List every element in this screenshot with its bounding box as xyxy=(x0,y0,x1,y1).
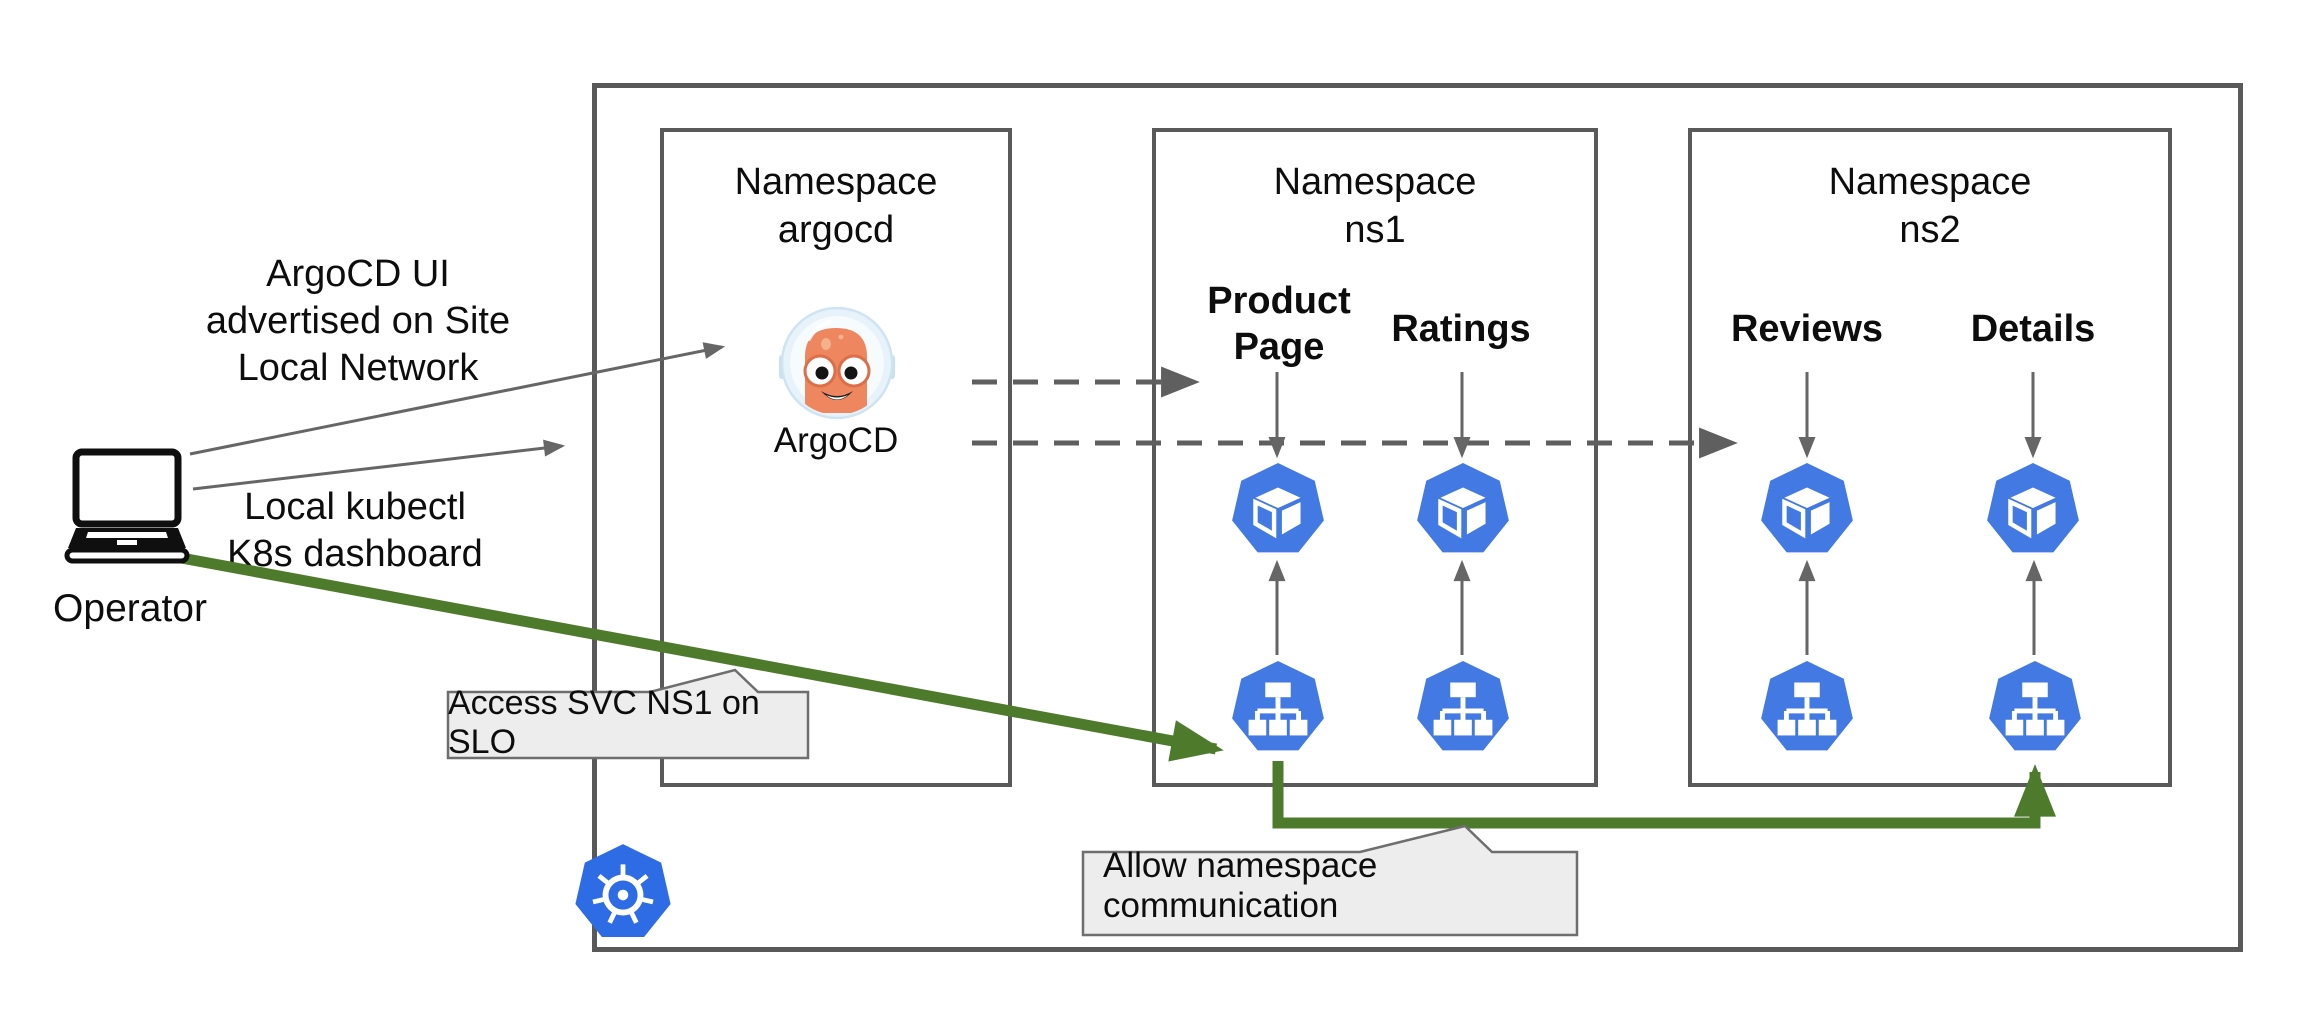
callout-access-text: Access SVC NS1 on SLO xyxy=(448,684,808,761)
namespace-ns2-title: Namespace ns2 xyxy=(1828,161,2032,251)
annotation-argocd-ui: ArgoCD UI advertised on Site Local Netwo… xyxy=(205,253,511,389)
workload-label-product-page: Product Page xyxy=(1207,280,1351,368)
namespace-argocd-title: Namespace argocd xyxy=(734,161,938,251)
argocd-mascot-icon xyxy=(779,306,895,420)
service-icon xyxy=(1761,660,1853,751)
namespace-ns1-title: Namespace ns1 xyxy=(1273,161,1477,251)
kubernetes-logo-icon xyxy=(575,844,671,938)
laptop-icon xyxy=(64,448,190,564)
service-icon xyxy=(1232,660,1324,751)
callout-allow-label: Allow namespace communication xyxy=(1103,846,1378,925)
service-icon xyxy=(1989,660,2081,751)
namespace-argocd-box xyxy=(660,128,1012,787)
callout-allow-text: Allow namespace communication xyxy=(1083,846,1579,925)
namespace-ns1-box xyxy=(1152,128,1598,787)
cluster-box xyxy=(592,83,2243,952)
callout-access-label: Access SVC NS1 on SLO xyxy=(448,684,760,761)
argocd-app-label: ArgoCD xyxy=(773,421,899,460)
workload-label-details: Details xyxy=(1970,308,2096,350)
pod-icon xyxy=(1987,462,2079,553)
arrow-operator-kubectl-to-cluster xyxy=(192,439,566,491)
operator-label: Operator xyxy=(53,587,207,630)
service-icon xyxy=(1417,660,1509,751)
pod-icon xyxy=(1761,462,1853,553)
workload-label-reviews: Reviews xyxy=(1730,308,1884,350)
pod-icon xyxy=(1417,462,1509,553)
workload-label-ratings: Ratings xyxy=(1391,308,1531,350)
annotation-kubectl: Local kubectl K8s dashboard xyxy=(227,486,483,575)
pod-icon xyxy=(1232,462,1324,553)
